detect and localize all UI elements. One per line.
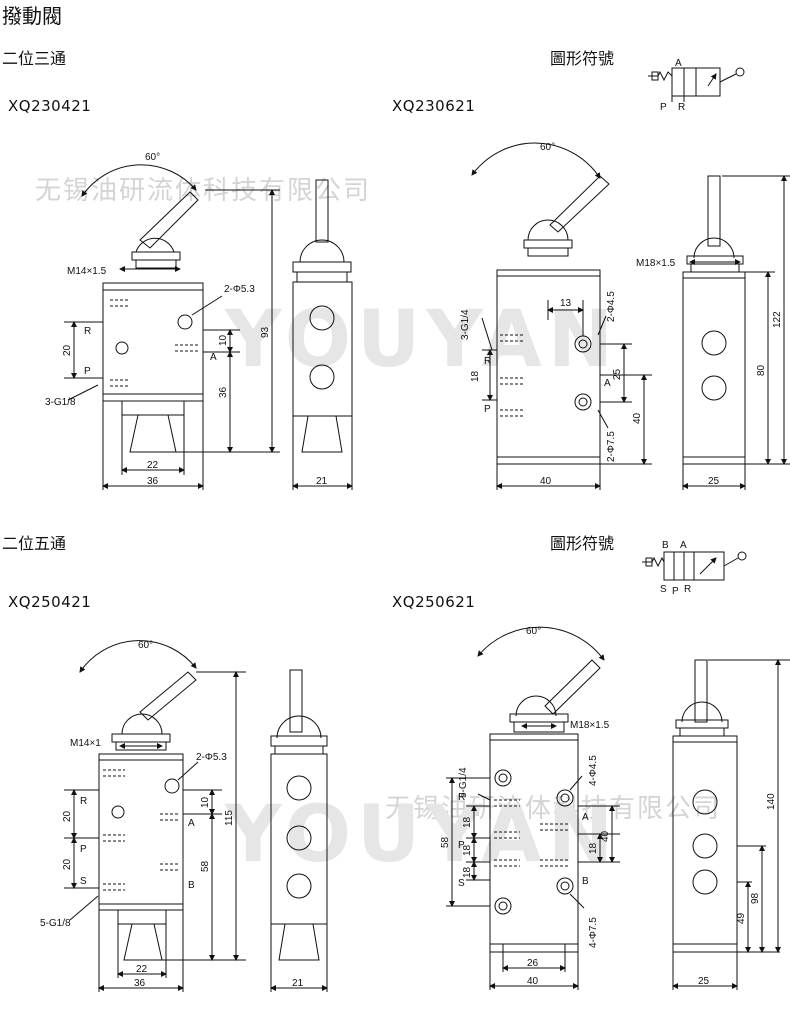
xq230421-d10: 10	[218, 334, 229, 346]
sym2-port-a: A	[680, 540, 687, 551]
xq250621-thread: M18×1.5	[570, 720, 610, 731]
xq250621-port-b: B	[582, 876, 589, 887]
model-xq250621: XQ250621	[392, 593, 476, 611]
diagram-xq250421-side	[270, 669, 328, 992]
section1-title: 二位三通	[2, 49, 67, 68]
xq250421-thread: M14×1	[70, 738, 101, 749]
xq230421-port-a: A	[210, 352, 217, 363]
xq230621-d13: 13	[560, 298, 572, 309]
xq230421-thread: M14×1.5	[67, 266, 107, 277]
xq250621-d58: 58	[440, 836, 451, 848]
xq230621-angle: 60°	[540, 142, 555, 153]
xq230421-d20: 20	[62, 344, 73, 356]
xq230621-d40v: 40	[632, 412, 643, 424]
xq250621-holes-bot: 4-Φ7.5	[588, 917, 599, 948]
diagram-xq230621-side	[682, 175, 790, 490]
xq250421-d20b: 20	[62, 858, 73, 870]
xq250421-ports: 5-G1/8	[40, 918, 71, 929]
xq230421-port-r: R	[84, 326, 91, 337]
xq250621-port-a: A	[582, 812, 589, 823]
diagram-xq250621-front	[446, 626, 620, 990]
xq250621-d49: 49	[736, 912, 747, 924]
sym2-port-b: B	[662, 540, 669, 551]
diagram-xq250621-side	[672, 659, 790, 990]
xq230621-d25w: 25	[708, 476, 720, 487]
xq250621-d18c: 18	[462, 866, 473, 878]
sym1-port-r: R	[678, 102, 685, 113]
xq230421-d22: 22	[147, 460, 159, 471]
xq250421-d10: 10	[200, 796, 211, 808]
xq250621-d98: 98	[750, 892, 761, 904]
xq250421-d21: 21	[292, 978, 304, 989]
xq230621-d18: 18	[470, 370, 481, 382]
xq230621-d122: 122	[772, 311, 783, 328]
xq250421-port-p: P	[80, 844, 87, 855]
xq230421-d36v: 36	[218, 386, 229, 398]
xq230621-d25: 25	[612, 368, 623, 380]
xq250621-d26: 26	[527, 958, 539, 969]
xq250621-d18a: 18	[462, 816, 473, 828]
xq230621-holes-bot: 2-Φ7.5	[606, 431, 617, 462]
xq230621-ports: 3-G1/4	[460, 309, 471, 340]
sym2-port-r: R	[684, 584, 691, 595]
xq230621-holes-top: 2-Φ4.5	[606, 291, 617, 322]
xq250621-d25: 25	[698, 976, 710, 987]
xq250421-angle: 60°	[138, 640, 153, 651]
xq250421-d58: 58	[200, 860, 211, 872]
xq250421-d22: 22	[136, 964, 148, 975]
xq230421-d21: 21	[316, 476, 328, 487]
xq250421-port-r: R	[80, 796, 87, 807]
model-xq230621: XQ230621	[392, 97, 476, 115]
model-xq230421: XQ230421	[8, 97, 92, 115]
symbol-5way	[642, 551, 747, 581]
xq230421-ports: 3-G1/8	[45, 397, 76, 408]
symbol-3way	[648, 67, 745, 102]
xq250421-d20a: 20	[62, 810, 73, 822]
xq250621-d40: 40	[527, 976, 539, 987]
sym2-port-p: P	[672, 586, 679, 597]
diagram-xq230621-front	[471, 142, 652, 490]
xq250621-port-s: S	[458, 878, 465, 889]
sym1-port-a: A	[675, 58, 682, 69]
xq250621-d18d: 18	[588, 842, 599, 854]
watermark-company-bottom: 无锡油研流体科技有限公司	[385, 794, 722, 824]
xq250421-d115: 115	[224, 810, 235, 826]
xq250621-ports: 5-G1/4	[458, 767, 469, 798]
xq230621-thread: M18×1.5	[636, 258, 676, 269]
xq250621-d140: 140	[766, 793, 777, 810]
xq230621-d40: 40	[540, 476, 552, 487]
section2-symbol-label: 圖形符號	[550, 534, 615, 553]
xq250421-port-s: S	[80, 876, 87, 887]
xq230621-d80: 80	[756, 364, 767, 376]
xq230621-port-p: P	[484, 404, 491, 415]
xq250621-d40v: 40	[600, 830, 611, 842]
sym1-port-p: P	[660, 102, 667, 113]
xq250421-port-b: B	[188, 880, 195, 891]
xq230621-port-a: A	[604, 378, 611, 389]
section1-symbol-label: 圖形符號	[550, 49, 615, 68]
xq230421-port-p: P	[84, 366, 91, 377]
diagram-xq250421-front	[64, 640, 246, 992]
xq250421-port-a: A	[188, 818, 195, 829]
page-title: 撥動閥	[2, 4, 62, 28]
xq230421-holes: 2-Φ5.3	[224, 284, 255, 295]
xq230421-d36: 36	[147, 476, 159, 487]
diagram-xq230421-side	[292, 179, 353, 490]
xq250421-d36: 36	[134, 978, 146, 989]
watermark-logo-bottom: YOUYAN	[225, 790, 620, 880]
xq250621-angle: 60°	[526, 626, 541, 637]
xq250621-holes-top: 4-Φ4.5	[588, 755, 599, 786]
section2-title: 二位五通	[2, 534, 67, 553]
diagram-xq230421-front	[64, 164, 280, 490]
xq250421-holes: 2-Φ5.3	[196, 752, 227, 763]
xq250621-port-p: P	[458, 840, 465, 851]
sym2-port-s: S	[660, 584, 667, 595]
xq250621-d18b: 18	[462, 844, 473, 856]
xq230421-d93: 93	[260, 326, 271, 338]
model-xq250421: XQ250421	[8, 593, 92, 611]
xq230421-angle: 60°	[145, 152, 160, 163]
xq230621-port-r: R	[484, 356, 491, 367]
xq250621-port-r: R	[458, 792, 465, 803]
